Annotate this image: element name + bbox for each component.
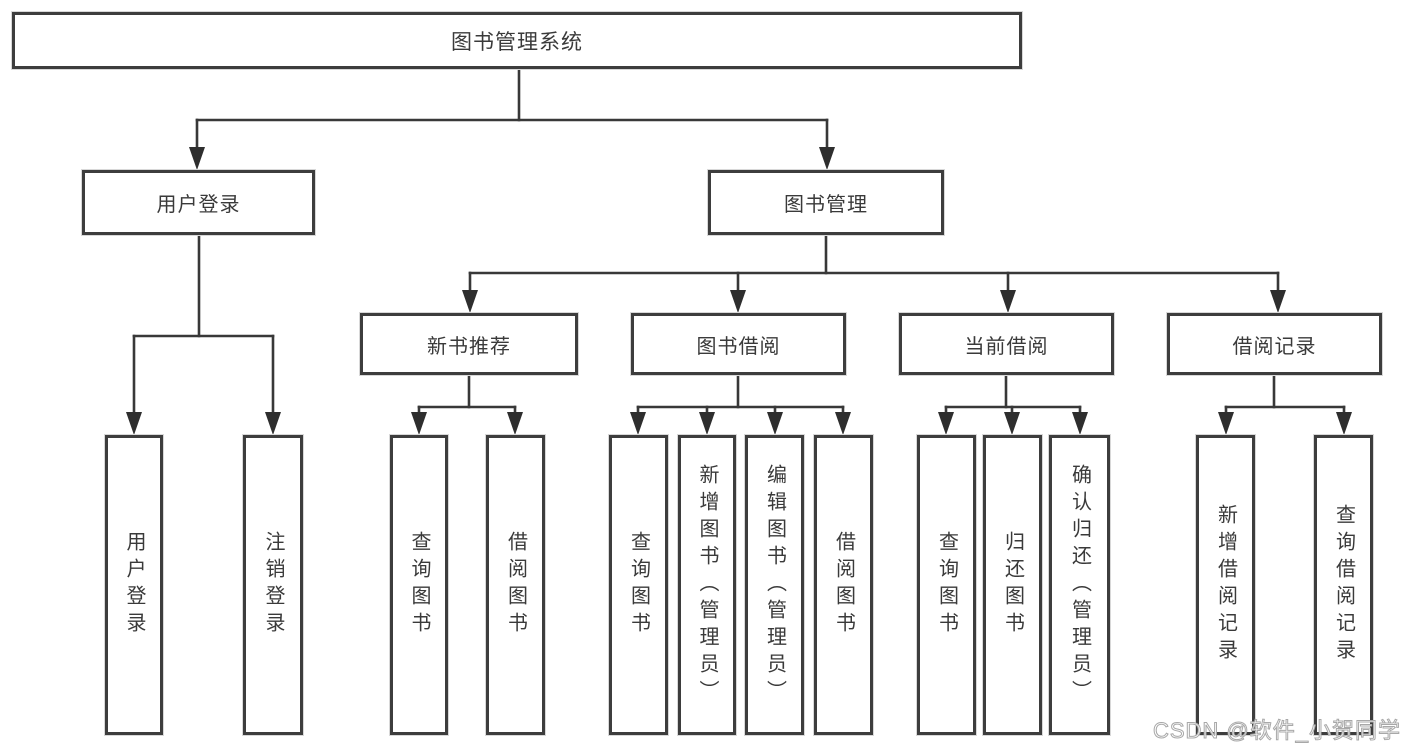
leaf-confirm-return-admin-label: 确认归还（管理员）	[1068, 463, 1091, 707]
leaf-borrow-books-1-label: 借阅图书	[504, 531, 527, 639]
leaf-logout-label: 注销登录	[262, 531, 284, 639]
node-user-login: 用户登录	[82, 170, 315, 235]
leaf-query-books-2-label: 查询图书	[627, 531, 650, 639]
leaf-query-books-3-label: 查询图书	[935, 531, 958, 639]
node-book-borrow-label: 图书借阅	[696, 335, 781, 358]
node-borrow-record-label: 借阅记录	[1232, 335, 1317, 358]
leaf-user-login: 用户登录	[105, 435, 163, 735]
arrowheads	[126, 147, 1352, 435]
leaf-add-borrow-record-label: 新增借阅记录	[1214, 504, 1237, 666]
node-book-management-label: 图书管理	[784, 194, 868, 216]
leaf-add-books-admin-label: 新增图书（管理员）	[696, 463, 718, 707]
leaf-borrow-books-1: 借阅图书	[486, 435, 545, 735]
node-system-root: 图书管理系统	[12, 12, 1022, 69]
leaf-add-borrow-record: 新增借阅记录	[1196, 435, 1255, 735]
leaf-logout: 注销登录	[243, 435, 303, 735]
node-new-book-recommend: 新书推荐	[360, 313, 578, 375]
leaf-borrow-books-2: 借阅图书	[814, 435, 873, 735]
node-system-root-label: 图书管理系统	[451, 30, 583, 54]
node-current-borrow: 当前借阅	[899, 313, 1114, 375]
leaf-query-books-2: 查询图书	[609, 435, 668, 735]
leaf-user-login-label: 用户登录	[123, 531, 145, 639]
leaf-return-books-label: 归还图书	[1001, 531, 1024, 639]
node-new-book-recommend-label: 新书推荐	[427, 335, 511, 358]
node-user-login-label: 用户登录	[156, 194, 241, 216]
leaf-query-borrow-record: 查询借阅记录	[1314, 435, 1373, 735]
leaf-query-books-1: 查询图书	[390, 435, 448, 735]
leaf-edit-books-admin: 编辑图书（管理员）	[745, 435, 804, 735]
leaf-add-books-admin: 新增图书（管理员）	[678, 435, 736, 735]
node-borrow-record: 借阅记录	[1167, 313, 1382, 375]
leaf-query-books-3: 查询图书	[917, 435, 976, 735]
leaf-confirm-return-admin: 确认归还（管理员）	[1049, 435, 1110, 735]
node-book-management: 图书管理	[708, 170, 944, 235]
node-book-borrow: 图书借阅	[631, 313, 846, 375]
node-current-borrow-label: 当前借阅	[964, 335, 1049, 358]
leaf-borrow-books-2-label: 借阅图书	[832, 531, 855, 639]
leaf-return-books: 归还图书	[983, 435, 1042, 735]
csdn-watermark: CSDN @软件_小贺同学	[1152, 718, 1401, 744]
leaf-edit-books-admin-label: 编辑图书（管理员）	[763, 463, 786, 707]
leaf-query-borrow-record-label: 查询借阅记录	[1332, 504, 1355, 666]
leaf-query-books-1-label: 查询图书	[408, 531, 430, 639]
